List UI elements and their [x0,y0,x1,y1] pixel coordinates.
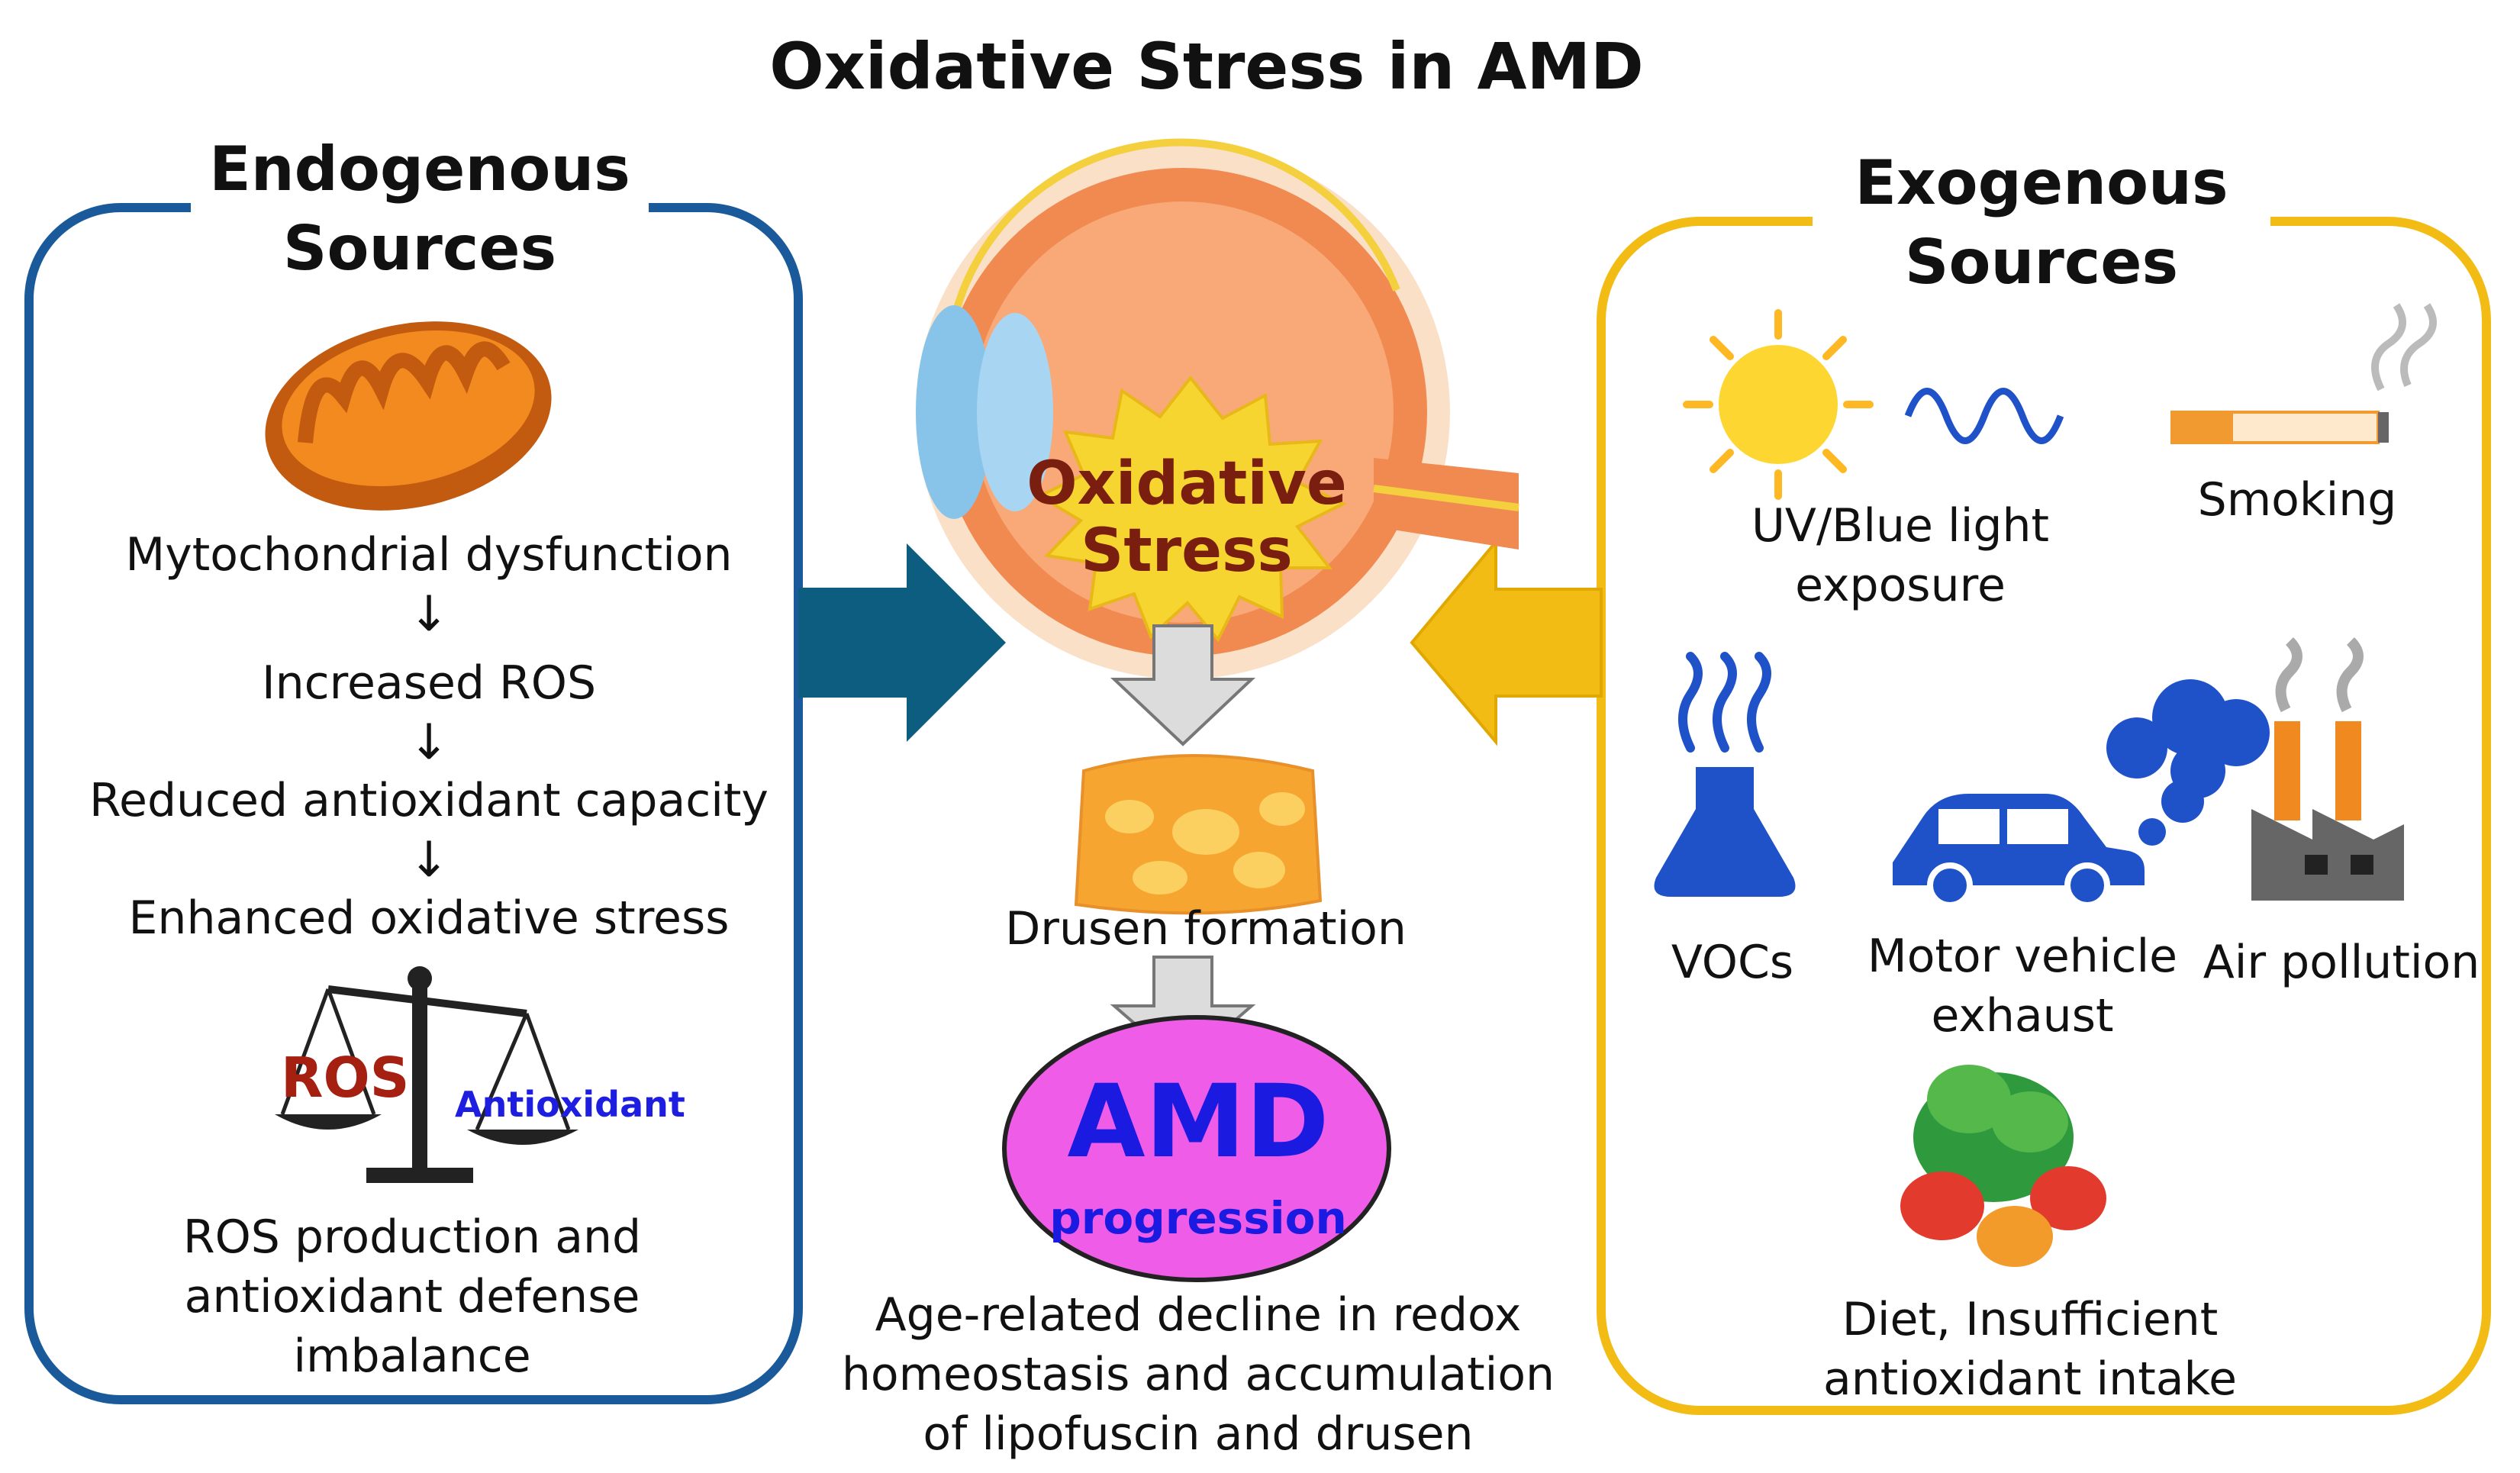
balance-scale-icon [275,966,578,1183]
step-arrow-1: ↓ [408,586,450,643]
exogenous-item-diet: Diet, Insufficient antioxidant intake [1822,1293,2238,1406]
exogenous-item-vocs: VOCs [1671,936,1794,989]
page-title: Oxidative Stress in AMD [769,29,1644,104]
drusen-illustration [1074,754,1323,915]
exogenous-item-pollution: Air pollution [2203,936,2480,989]
exogenous-item-smoking: Smoking [2197,473,2397,527]
amd-title: AMD [1067,1063,1329,1181]
endogenous-summary: ROS production and antioxidant defense i… [182,1210,642,1383]
voc-flask-icon [1654,652,1796,897]
cigarette-icon [2170,303,2437,444]
endogenous-step-1: Mytochondrial dysfunction [125,528,733,582]
oxidative-stress-burst [1036,375,1347,643]
down-arrow-1 [1110,624,1256,746]
endogenous-step-3: Reduced antioxidant capacity [89,774,769,827]
amd-subtitle: progression [1049,1192,1347,1244]
car-exhaust-icon [1893,679,2270,908]
step-arrow-2: ↓ [408,714,450,771]
step-arrow-3: ↓ [408,832,450,888]
wave-icon [1904,388,2064,444]
endogenous-step-2: Increased ROS [261,656,597,710]
endogenous-step-4: Enhanced oxidative stress [128,891,730,945]
sun-icon [1683,309,1874,500]
exogenous-heading: Exogenous Sources [1813,143,2270,302]
exogenous-item-vehicle: Motor vehicle exhaust [1867,930,2178,1043]
scale-label-ros: ROS [281,1046,410,1110]
mitochondrion-icon [265,321,552,511]
oxidative-stress-label: Oxidative Stress [1026,450,1347,585]
factory-icon [2251,637,2404,901]
endogenous-arrow [798,543,1006,742]
drusen-label: Drusen formation [1005,902,1407,956]
endogenous-heading: Endogenous Sources [191,130,649,288]
exogenous-item-uv: UV/Blue light exposure [1751,499,2049,612]
vegetables-icon [1900,1065,2106,1267]
exogenous-arrow [1410,537,1603,746]
amd-ellipse [1002,1015,1391,1282]
scale-label-antioxidant: Antioxidant [455,1084,685,1125]
center-note: Age-related decline in redox homeostasis… [841,1288,1555,1461]
